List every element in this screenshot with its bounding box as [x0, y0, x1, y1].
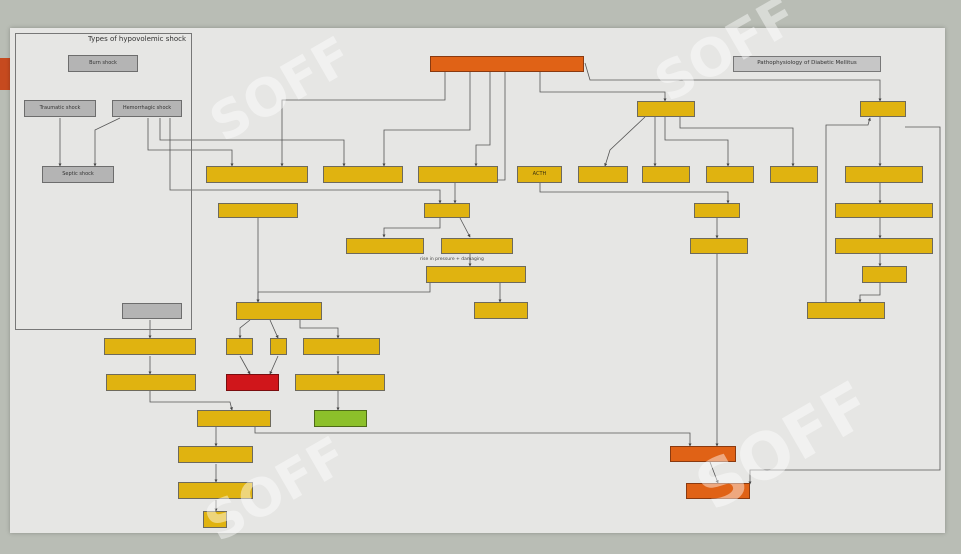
connector [239, 355, 251, 375]
septic-shock-node: Septic shock [42, 166, 114, 183]
connector [280, 72, 446, 167]
cardiac-a-node [226, 338, 253, 355]
connector [169, 118, 442, 204]
ca-block-node [106, 374, 196, 391]
gluconeogenesis-node [706, 166, 754, 183]
connector [382, 72, 471, 167]
connector [709, 461, 719, 484]
connector [679, 117, 795, 167]
connector [539, 72, 667, 102]
connector [748, 126, 941, 485]
connector [664, 117, 730, 167]
header-reference: Pathophysiology of Diabetic Mellitus [733, 56, 881, 72]
hyperglycemia-node [694, 203, 740, 218]
connector [269, 355, 279, 375]
final-outcome-node [686, 483, 750, 499]
hemorrhagic-shock-node: Hemorrhagic shock [112, 100, 182, 117]
cardiac-b-node [270, 338, 287, 355]
organ-damage-node [178, 482, 253, 499]
acth-node: ACTH [517, 166, 562, 183]
connector [459, 217, 471, 238]
group-title: Types of hypovolemic shock [88, 35, 187, 43]
right-chain-node-2 [845, 166, 923, 183]
connector [474, 72, 491, 167]
green-result-node [314, 410, 367, 427]
renal-node [197, 410, 271, 427]
connector [382, 218, 441, 238]
death-node [203, 511, 227, 528]
shock-chain-gray-node [122, 303, 182, 319]
cardiac-node [236, 302, 322, 320]
cardiac-c-node [303, 338, 380, 355]
connector [299, 320, 340, 339]
connector [238, 319, 251, 339]
atp-node [323, 166, 403, 183]
connector [453, 72, 506, 204]
connector [93, 117, 121, 167]
connector [825, 117, 871, 302]
cardiac-critical-node [226, 374, 279, 391]
cardiac-d-node [295, 374, 385, 391]
connector [584, 62, 882, 102]
flow-reduction-node [218, 203, 298, 218]
connector [149, 391, 233, 411]
connector [604, 116, 646, 167]
connector [539, 183, 730, 204]
erythrocytes-node [418, 166, 498, 183]
burn-shock-node: Burn shock [68, 55, 138, 72]
right-chain-node-3 [835, 203, 933, 218]
right-chain-top-node [860, 101, 906, 117]
hypovolemic-shock-group [15, 33, 192, 330]
connector [858, 283, 881, 303]
glucagon-node [637, 101, 695, 117]
connector [147, 118, 234, 167]
right-chain-node-6 [807, 302, 885, 319]
lactic-node [178, 446, 253, 463]
connector [254, 427, 692, 447]
lipolysis-node [770, 166, 818, 183]
top-main-node [430, 56, 584, 72]
osmotic-node [690, 238, 748, 254]
leukocytes-node [474, 302, 528, 319]
traumatic-shock-node: Traumatic shock [24, 100, 96, 117]
right-chain-node-4 [835, 238, 933, 254]
connector-layer [58, 62, 941, 512]
fluid-shift-node [104, 338, 196, 355]
glycogenolysis-node [578, 166, 628, 183]
connector [256, 283, 431, 303]
right-chain-node-5 [862, 266, 907, 283]
rbc-right-node [441, 238, 513, 254]
slide-edge-tab [0, 58, 10, 90]
aldosterone-node [642, 166, 690, 183]
connector [159, 118, 346, 167]
perfusion-node [206, 166, 308, 183]
rbc-node [424, 203, 470, 218]
rbc-left-node [346, 238, 424, 254]
organ-failure-node [670, 446, 736, 462]
pressure-note: rise in pressure + damaging [420, 257, 484, 262]
pressure-damage-node [426, 266, 526, 283]
connector [269, 319, 279, 339]
